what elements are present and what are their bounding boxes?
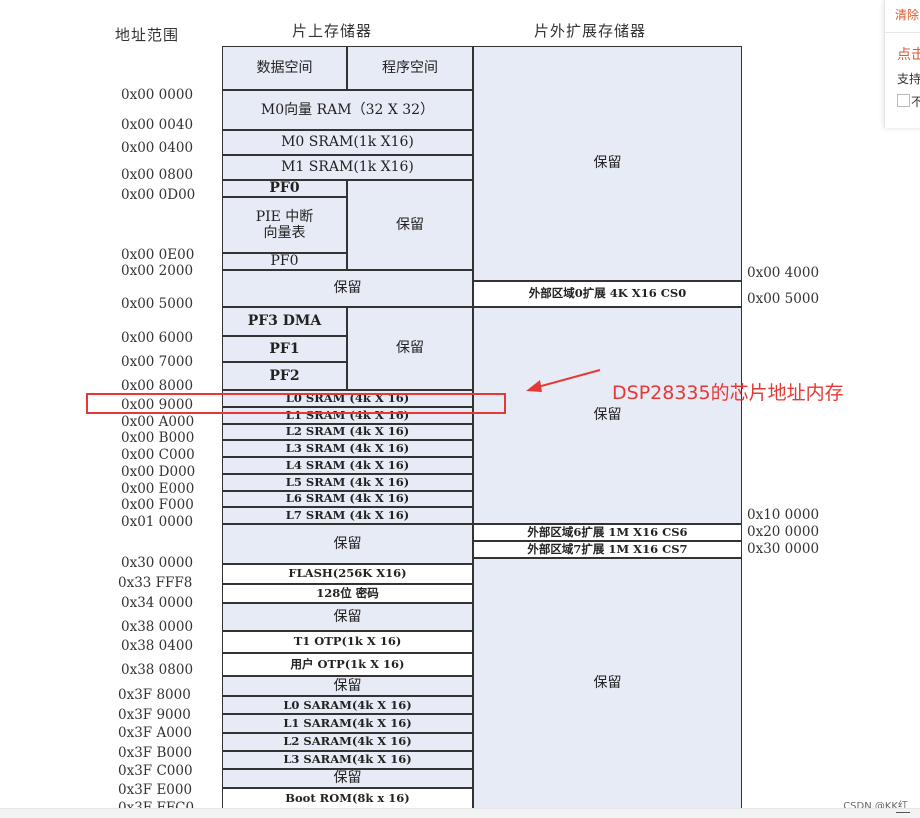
l1-sram-cell: L1 SRAM (4k X 16) — [222, 406, 473, 424]
minimize-icon[interactable] — [896, 812, 910, 813]
address-label: 0x00 6000 — [121, 330, 194, 346]
address-label: 0x00 A000 — [121, 414, 195, 430]
side-panel: 清除 点击 支持 不 — [884, 0, 920, 128]
address-label: 0x38 0000 — [121, 619, 194, 635]
reserved-cell: 保留 — [222, 270, 473, 307]
address-label: 0x3F 8000 — [118, 687, 191, 703]
address-label: 0x38 0400 — [121, 638, 194, 654]
address-label: 0x00 E000 — [121, 481, 195, 497]
address-label: 0x00 8000 — [121, 378, 194, 394]
pf0-cell: PF0 — [222, 253, 347, 270]
l1-saram-cell: L1 SARAM(4k X 16) — [222, 714, 473, 733]
m1-sram-cell: M1 SRAM(1k X16) — [222, 155, 473, 180]
m0-sram-cell: M0 SRAM(1k X16) — [222, 130, 473, 155]
flash-cell: FLASH(256K X16) — [222, 564, 473, 584]
address-label: 0x00 7000 — [121, 354, 194, 370]
address-label: 0x3F C000 — [118, 763, 193, 779]
address-label: 0x00 2000 — [121, 263, 194, 279]
pie-vector-table-cell: PIE 中断向量表 — [222, 197, 347, 253]
data-space-cell: 数据空间 — [222, 46, 347, 90]
program-space-cell: 程序空间 — [347, 46, 473, 90]
support-text: 支持 — [897, 72, 920, 86]
reserved-cell: 保留 — [473, 46, 742, 281]
address-label: 0x3F A000 — [118, 725, 192, 741]
checkbox-label: 不 — [911, 93, 920, 110]
annotation-text: DSP28335的芯片地址内存 — [612, 382, 844, 404]
address-label: 0x00 B000 — [121, 430, 195, 446]
pf0-cell: PF0 — [222, 180, 347, 197]
reserved-cell: 保留 — [222, 524, 473, 564]
divider — [885, 32, 920, 33]
l2-saram-cell: L2 SARAM(4k X 16) — [222, 732, 473, 751]
l4-sram-cell: L4 SRAM (4k X 16) — [222, 457, 473, 474]
reserved-cell: 保留 — [222, 676, 473, 696]
address-label: 0x00 0D00 — [121, 187, 196, 203]
address-label: 0x34 0000 — [121, 595, 194, 611]
right-address-label: 0x00 5000 — [747, 291, 820, 307]
user-otp-cell: 用户 OTP(1k X 16) — [222, 653, 473, 676]
address-label: 0x3F 9000 — [118, 707, 191, 723]
l3-sram-cell: L3 SRAM (4k X 16) — [222, 440, 473, 457]
l7-sram-cell: L7 SRAM (4k X 16) — [222, 507, 473, 524]
reserved-cell: 保留 — [473, 558, 742, 809]
clear-link[interactable]: 清除 — [895, 8, 920, 22]
l6-sram-cell: L6 SRAM (4k X 16) — [222, 490, 473, 508]
password-divider — [222, 583, 473, 584]
address-label: 0x38 0800 — [121, 662, 194, 678]
watermark: CSDN @KK红 — [843, 801, 908, 812]
t1-otp-cell: T1 OTP(1k X 16) — [222, 631, 473, 653]
reserved-cell: 保留 — [473, 307, 742, 524]
address-label: 0x00 0E00 — [121, 247, 195, 263]
address-label: 0x00 5000 — [121, 296, 194, 312]
address-label: 0x00 0400 — [121, 140, 194, 156]
l3-saram-cell: L3 SARAM(4k X 16) — [222, 750, 473, 769]
l0-saram-cell: L0 SARAM(4k X 16) — [222, 696, 473, 715]
right-address-label: 0x10 0000 — [747, 507, 820, 523]
address-label: 0x01 0000 — [121, 514, 194, 530]
right-address-label: 0x20 0000 — [747, 524, 820, 540]
address-label: 0x00 D000 — [121, 464, 196, 480]
address-label: 0x3F B000 — [118, 745, 193, 761]
bottom-bar — [0, 808, 920, 818]
pf1-cell: PF1 — [222, 336, 347, 362]
reserved-cell: 保留 — [222, 769, 473, 788]
right-address-label: 0x00 4000 — [747, 265, 820, 281]
right-address-label: 0x30 0000 — [747, 541, 820, 557]
address-label: 0x00 F000 — [121, 497, 194, 513]
zone6-cell: 外部区域6扩展 1M X16 CS6 — [473, 524, 742, 541]
l2-sram-cell: L2 SRAM (4k X 16) — [222, 423, 473, 441]
boot-rom-cell: Boot ROM(8k x 16) — [222, 788, 473, 809]
address-label: 0x00 0000 — [121, 87, 194, 103]
address-label: 0x00 9000 — [121, 397, 194, 413]
zone7-cell: 外部区域7扩展 1M X16 CS7 — [473, 541, 742, 558]
external-memory-header: 片外扩展存储器 — [534, 22, 647, 40]
highlight-box — [86, 393, 506, 414]
pf3-dma-cell: PF3 DMA — [222, 307, 347, 336]
onchip-memory-header: 片上存储器 — [292, 22, 373, 40]
m0-vector-ram-cell: M0向量 RAM（32 X 32） — [222, 90, 473, 130]
password-cell: 128位 密码 — [222, 584, 473, 603]
pf2-cell: PF2 — [222, 362, 347, 390]
zone0-cell: 外部区域0扩展 4K X16 CS0 — [473, 281, 742, 307]
address-range-header: 地址范围 — [115, 26, 180, 44]
annotation-arrow-icon — [526, 369, 601, 392]
address-label: 0x33 FFF8 — [118, 575, 193, 591]
l5-sram-cell: L5 SRAM (4k X 16) — [222, 473, 473, 491]
address-label: 0x3F E000 — [118, 782, 193, 798]
address-label: 0x00 0800 — [121, 167, 194, 183]
checkbox[interactable] — [897, 94, 910, 107]
reserved-cell: 保留 — [222, 603, 473, 631]
reserved-cell: 保留 — [347, 180, 473, 270]
address-label: 0x30 0000 — [121, 555, 194, 571]
address-label: 0x00 C000 — [121, 447, 195, 463]
reserved-cell: 保留 — [347, 307, 473, 390]
click-link[interactable]: 点击 — [897, 47, 920, 63]
address-label: 0x00 0040 — [121, 117, 194, 133]
